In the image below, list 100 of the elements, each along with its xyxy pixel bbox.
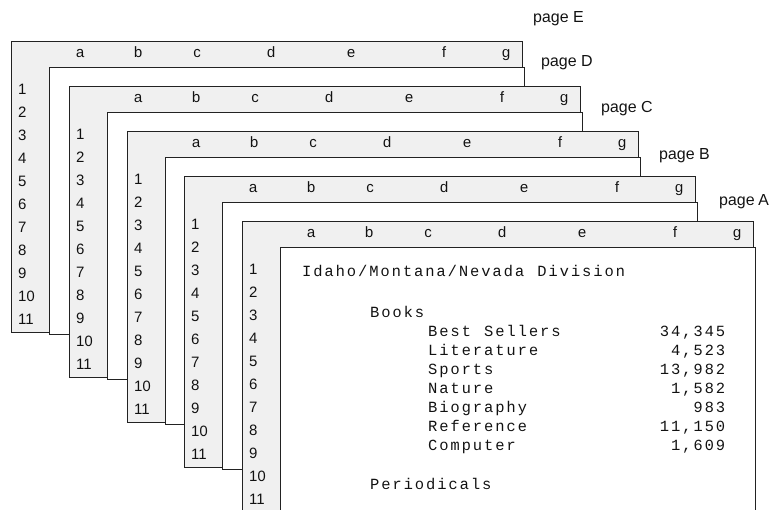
row-number: 1 (191, 217, 200, 233)
column-header: f (442, 45, 446, 61)
row-number: 10 (249, 469, 266, 485)
item-value: 11,150 (660, 419, 727, 436)
row-number: 5 (191, 309, 200, 325)
row-number: 10 (76, 334, 93, 350)
column-header: f (672, 225, 678, 241)
column-header: a (306, 225, 316, 241)
row-number: 9 (18, 266, 26, 282)
row-number: 2 (18, 105, 26, 121)
column-header: f (614, 180, 620, 196)
row-number: 3 (76, 173, 84, 189)
row-number: 5 (249, 354, 258, 370)
row-number: 9 (134, 356, 142, 372)
column-header: g (560, 90, 568, 106)
column-header: a (76, 45, 84, 61)
column-header: f (558, 135, 562, 151)
item-name: Computer (428, 438, 518, 455)
row-number: 2 (249, 285, 258, 301)
row-number: 6 (134, 287, 142, 303)
row-number: 5 (76, 219, 84, 235)
row-number: 11 (76, 357, 92, 373)
column-header: d (382, 135, 392, 151)
row-number: 7 (134, 310, 142, 326)
column-header: a (248, 180, 258, 196)
row-number: 8 (76, 288, 84, 304)
row-number: 8 (18, 243, 26, 259)
column-header: b (364, 225, 374, 241)
row-number: 1 (134, 172, 142, 188)
item-name: Sports (428, 362, 496, 379)
item-value: 4,523 (670, 343, 727, 360)
column-header: e (520, 180, 528, 196)
row-number: 3 (18, 128, 26, 144)
row-number: 2 (134, 195, 142, 211)
item-value: 983 (693, 400, 727, 417)
column-header: g (502, 45, 510, 61)
column-header: b (134, 45, 142, 61)
item-value: 34,345 (660, 324, 727, 341)
column-header: b (306, 180, 316, 196)
row-number: 7 (76, 265, 84, 281)
item-name: Nature (428, 381, 496, 398)
row-number: 6 (76, 242, 84, 258)
item-value: 1,582 (670, 381, 727, 398)
row-number: 11 (249, 492, 265, 508)
row-number: 1 (249, 262, 258, 278)
column-header: a (192, 135, 200, 151)
category-heading: Periodicals (370, 477, 494, 494)
column-header: d (324, 90, 334, 106)
column-header: c (309, 135, 317, 151)
row-number: 9 (249, 446, 258, 462)
column-header: e (346, 45, 356, 61)
row-number: 10 (18, 289, 35, 305)
column-header: g (732, 225, 742, 241)
row-number: 6 (191, 332, 200, 348)
row-number: 11 (134, 402, 150, 418)
item-name: Reference (428, 419, 529, 436)
item-name: Literature (428, 343, 540, 360)
page-label: page B (659, 146, 710, 164)
page-label: page A (719, 192, 769, 210)
row-number: 8 (134, 333, 142, 349)
row-number: 5 (18, 174, 26, 190)
row-number: 6 (249, 377, 258, 393)
column-header: d (440, 180, 448, 196)
row-number: 5 (134, 264, 142, 280)
row-number: 7 (191, 355, 200, 371)
row-number: 8 (249, 423, 258, 439)
row-number: 1 (76, 127, 84, 143)
row-number: 6 (18, 197, 26, 213)
column-header: c (366, 180, 374, 196)
item-name: Best Sellers (428, 324, 562, 341)
row-number: 4 (191, 286, 200, 302)
row-number: 4 (18, 151, 26, 167)
row-number: 3 (134, 218, 142, 234)
row-number: 9 (191, 401, 200, 417)
sheet-title: Idaho/Montana/Nevada Division (302, 264, 627, 281)
category-heading: Books (370, 305, 426, 322)
row-number: 4 (134, 241, 142, 257)
column-header: g (674, 180, 684, 196)
column-header: e (462, 135, 472, 151)
column-header: g (618, 135, 626, 151)
column-header: b (192, 90, 200, 106)
row-number: 7 (249, 400, 258, 416)
column-header: c (424, 225, 432, 241)
item-value: 13,982 (660, 362, 727, 379)
row-number: 4 (249, 331, 258, 347)
row-number: 11 (18, 312, 34, 328)
row-number: 9 (76, 311, 84, 327)
column-header: e (404, 90, 414, 106)
row-number: 11 (191, 447, 207, 463)
page-label: page D (541, 53, 593, 71)
row-number: 2 (76, 150, 84, 166)
column-header: b (250, 135, 258, 151)
column-header: c (193, 45, 201, 61)
row-number: 3 (249, 308, 258, 324)
column-header: e (578, 225, 586, 241)
row-number: 8 (191, 378, 200, 394)
row-number: 4 (76, 196, 84, 212)
column-header: a (134, 90, 142, 106)
row-number: 1 (18, 82, 26, 98)
row-number: 2 (191, 240, 200, 256)
